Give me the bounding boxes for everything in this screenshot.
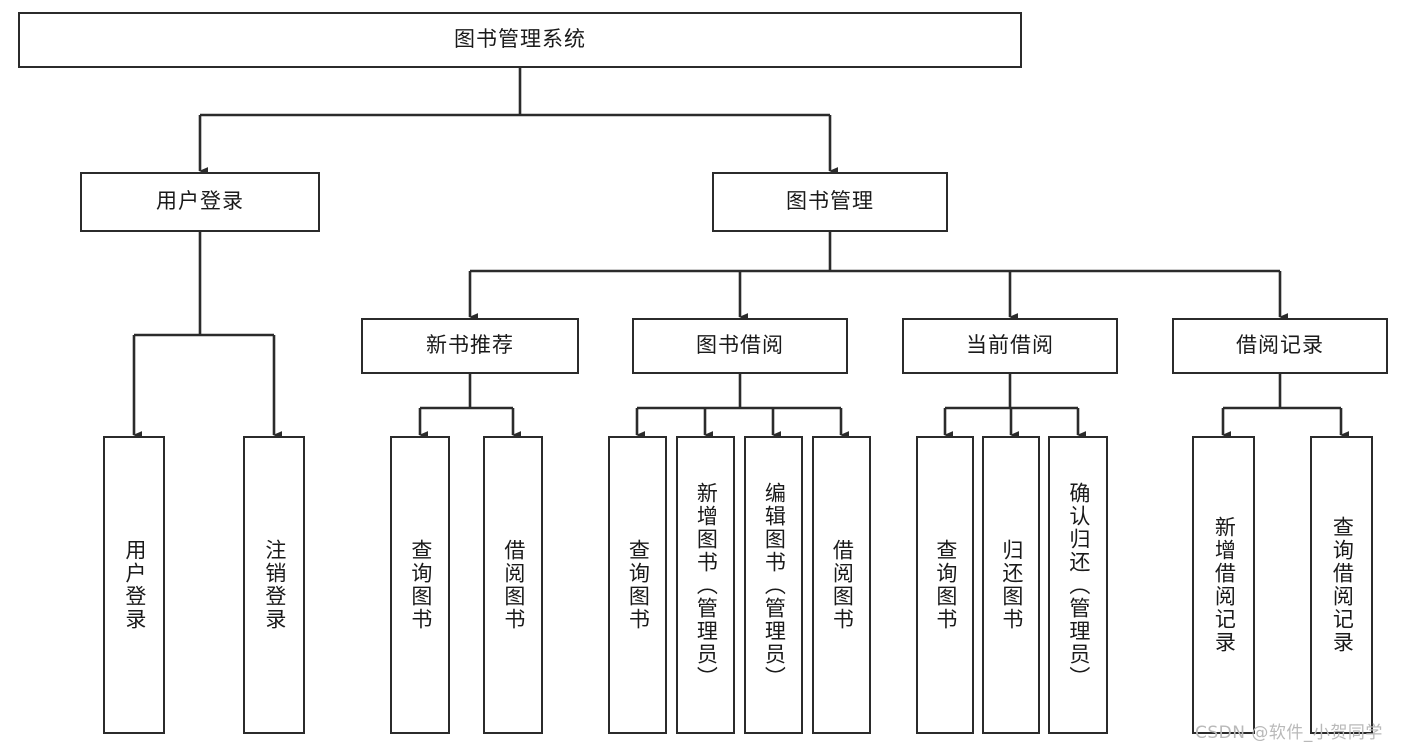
leaf-query-book-recommend[interactable]: 查询图书 <box>390 436 450 734</box>
node-root[interactable]: 图书管理系统 <box>18 12 1022 68</box>
node-book-manage-label: 图书管理 <box>786 189 874 214</box>
leaf-query-borrow-record[interactable]: 查询借阅记录 <box>1310 436 1373 734</box>
node-book-borrow-label: 图书借阅 <box>696 333 784 358</box>
watermark: CSDN @软件_小贺同学 <box>1195 723 1383 743</box>
leaf-borrow-book-label: 借阅图书 <box>830 539 855 631</box>
leaf-logout-label: 注销登录 <box>262 539 287 631</box>
leaf-query-book-current-label: 查询图书 <box>933 539 958 631</box>
leaf-add-book[interactable]: 新增图书（管理员） <box>676 436 735 734</box>
leaf-user-login[interactable]: 用户登录 <box>103 436 165 734</box>
leaf-return-book[interactable]: 归还图书 <box>982 436 1040 734</box>
leaf-borrow-book-recommend[interactable]: 借阅图书 <box>483 436 543 734</box>
node-new-book-recommend-label: 新书推荐 <box>426 333 514 358</box>
leaf-edit-book[interactable]: 编辑图书（管理员） <box>744 436 803 734</box>
leaf-edit-book-label: 编辑图书（管理员） <box>762 481 787 689</box>
node-user-login-label: 用户登录 <box>156 189 244 214</box>
leaf-query-book-current[interactable]: 查询图书 <box>916 436 974 734</box>
leaf-query-book-borrow[interactable]: 查询图书 <box>608 436 667 734</box>
leaf-return-book-label: 归还图书 <box>999 539 1024 631</box>
leaf-confirm-return[interactable]: 确认归还（管理员） <box>1048 436 1108 734</box>
leaf-logout[interactable]: 注销登录 <box>243 436 305 734</box>
leaf-add-borrow-record-label: 新增借阅记录 <box>1212 516 1237 654</box>
leaf-query-book-borrow-label: 查询图书 <box>626 539 651 631</box>
leaf-confirm-return-label: 确认归还（管理员） <box>1066 481 1091 689</box>
node-current-borrow-label: 当前借阅 <box>966 333 1054 358</box>
node-root-label: 图书管理系统 <box>454 27 586 52</box>
leaf-user-login-label: 用户登录 <box>122 539 147 631</box>
node-current-borrow[interactable]: 当前借阅 <box>902 318 1118 374</box>
node-book-borrow[interactable]: 图书借阅 <box>632 318 848 374</box>
leaf-add-book-label: 新增图书（管理员） <box>694 481 719 689</box>
leaf-borrow-book-recommend-label: 借阅图书 <box>501 539 526 631</box>
node-user-login[interactable]: 用户登录 <box>80 172 320 232</box>
leaf-query-book-recommend-label: 查询图书 <box>408 539 433 631</box>
leaf-query-borrow-record-label: 查询借阅记录 <box>1330 516 1355 654</box>
node-borrow-record[interactable]: 借阅记录 <box>1172 318 1388 374</box>
node-book-manage[interactable]: 图书管理 <box>712 172 948 232</box>
node-new-book-recommend[interactable]: 新书推荐 <box>361 318 579 374</box>
leaf-borrow-book[interactable]: 借阅图书 <box>812 436 871 734</box>
leaf-add-borrow-record[interactable]: 新增借阅记录 <box>1192 436 1255 734</box>
node-borrow-record-label: 借阅记录 <box>1236 333 1324 358</box>
